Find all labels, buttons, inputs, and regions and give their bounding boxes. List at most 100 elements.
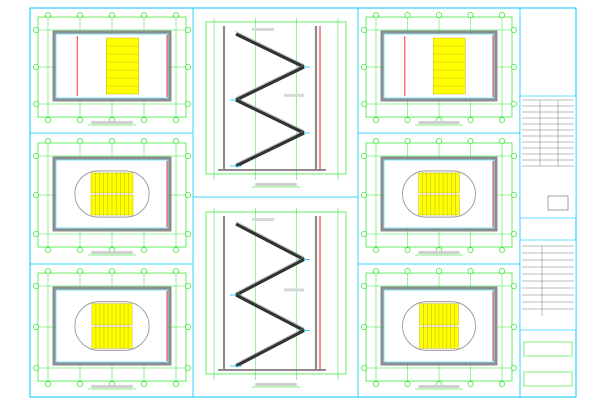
axis-bubble: [404, 117, 411, 123]
handrail: [235, 292, 305, 329]
axis-bubble: [361, 324, 367, 330]
caption-placeholder: [418, 121, 460, 124]
axis-bubble: [404, 381, 411, 387]
axis-bubble: [173, 381, 179, 387]
axis-bubble: [33, 153, 39, 159]
axis-bubble: [141, 381, 147, 387]
axis-bubble: [185, 231, 191, 237]
axis-bubble: [499, 381, 505, 387]
handrail: [235, 256, 305, 293]
axis-bubble: [404, 268, 411, 274]
axis-bubble: [373, 117, 379, 123]
axis-bubble: [404, 138, 411, 144]
wall-outline: [52, 286, 172, 366]
axis-bubble: [499, 117, 505, 123]
axis-bubble: [499, 268, 505, 274]
axis-bubble: [511, 192, 517, 198]
axis-bubble: [467, 268, 474, 274]
axis-bubble: [499, 138, 505, 144]
axis-bubble: [141, 138, 147, 144]
axis-bubble: [77, 117, 83, 123]
axis-bubble: [467, 138, 474, 144]
axis-bubble: [361, 64, 367, 70]
axis-bubble: [361, 192, 367, 198]
axis-bubble: [185, 27, 191, 33]
axis-bubble: [511, 365, 517, 371]
axis-bubble: [467, 117, 474, 123]
axis-bubble: [33, 283, 39, 289]
wall-outline: [380, 286, 498, 366]
company-stamp: [547, 195, 569, 211]
axis-bubble: [173, 247, 179, 253]
axis-bubble: [511, 231, 517, 237]
stair-flight-section: [235, 32, 305, 69]
annotation-placeholder: [284, 93, 304, 97]
axis-bubble: [45, 381, 51, 387]
stair-flight-section: [235, 65, 305, 102]
title-block: [519, 95, 577, 387]
axis-bubble: [361, 365, 367, 371]
axis-bubble: [77, 138, 83, 144]
stair-flight-section: [235, 258, 305, 297]
plan-panel-2: [33, 138, 191, 256]
plan-panel-1: [33, 12, 191, 126]
axis-bubble: [173, 117, 179, 123]
axis-bubble: [33, 64, 39, 70]
axis-bubble: [511, 283, 517, 289]
stair-flight-section: [235, 222, 305, 261]
wall-outline: [52, 30, 172, 102]
axis-bubble: [361, 101, 367, 107]
caption-placeholder: [91, 121, 133, 124]
drawing-panels: [33, 12, 517, 390]
handrail: [235, 31, 305, 65]
approval-box-2: [523, 371, 573, 387]
axis-bubble: [173, 268, 179, 274]
caption-placeholder: [255, 183, 297, 186]
axis-bubble: [511, 324, 517, 330]
stair-flight-section: [235, 98, 305, 135]
plan-panel-4: [361, 12, 517, 126]
axis-bubble: [33, 101, 39, 107]
axis-bubble: [511, 64, 517, 70]
wall-outline: [380, 156, 498, 232]
annotation-placeholder: [252, 28, 274, 31]
axis-bubble: [141, 247, 147, 253]
stair-curve: [74, 170, 150, 218]
stair-curve: [74, 301, 150, 351]
wall-outline: [52, 156, 172, 232]
section-dim-frame: [205, 21, 347, 175]
axis-bubble: [373, 12, 379, 18]
axis-bubble: [436, 138, 442, 144]
stair-flight-section: [235, 329, 305, 368]
axis-bubble: [436, 268, 442, 274]
stair-flight: [105, 37, 139, 95]
axis-bubble: [109, 268, 115, 274]
axis-bubble: [33, 365, 39, 371]
axis-bubble: [45, 268, 51, 274]
caption-placeholder: [418, 251, 460, 254]
stair-flight-section: [235, 131, 305, 168]
axis-bubble: [499, 12, 505, 18]
axis-bubble: [185, 153, 191, 159]
axis-bubble: [173, 138, 179, 144]
section-dim-frame: [205, 211, 347, 375]
annotation-placeholder: [252, 218, 274, 221]
handrail: [235, 64, 305, 98]
approval-box-1: [523, 341, 573, 357]
caption-placeholder: [418, 385, 460, 388]
title-block-rows: [522, 99, 574, 316]
stair-flight: [433, 37, 466, 95]
axis-bubble: [185, 324, 191, 330]
section-panel-b: [205, 208, 347, 388]
axis-bubble: [141, 12, 147, 18]
axis-bubble: [436, 12, 442, 18]
axis-bubble: [361, 231, 367, 237]
stair-flight-section: [235, 293, 305, 332]
axis-bubble: [511, 101, 517, 107]
stair-curve: [402, 301, 476, 351]
axis-bubble: [511, 27, 517, 33]
handrail: [235, 130, 305, 164]
axis-bubble: [185, 101, 191, 107]
axis-bubble: [373, 381, 379, 387]
